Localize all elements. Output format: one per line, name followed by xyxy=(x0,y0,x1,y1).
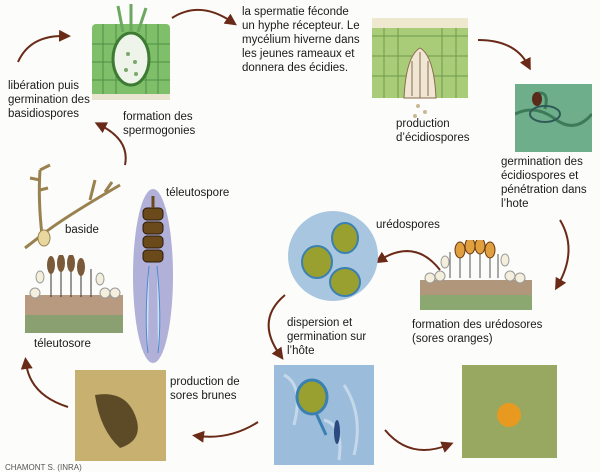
label-line: la spermatie féconde xyxy=(242,6,349,18)
arrow-germination-to-uredosores xyxy=(555,219,570,291)
orange-sore-photo xyxy=(462,365,557,458)
arrow-ecidies-to-germination xyxy=(477,39,531,71)
ecidiospore-germination-photo xyxy=(515,84,592,152)
brown-sore-photo xyxy=(75,370,166,461)
label-line: sores brunes xyxy=(170,390,237,402)
label-line: un hyphe récepteur. Le xyxy=(242,20,360,32)
uredosore-illustration xyxy=(420,240,532,310)
spermogonie-illustration xyxy=(92,4,170,100)
baside-illustration xyxy=(24,163,121,250)
arrow-basidiospores-to-spermogonies xyxy=(17,29,71,63)
spermogonies-label: formation des spermogonies xyxy=(123,110,195,138)
label-line: germination des xyxy=(501,156,583,168)
label-line: l’hote xyxy=(501,198,529,210)
label-line: donnera des écidies. xyxy=(242,62,349,74)
spermatie-description: la spermatie féconde un hyphe récepteur.… xyxy=(242,5,360,75)
uredospores-label: urédospores xyxy=(376,219,440,231)
label-line: libération puis xyxy=(8,80,79,92)
arrow-uredosores-to-uredospores xyxy=(374,250,441,271)
teleutospore-label: téleutospore xyxy=(166,187,230,199)
label-line: formation des urédosores xyxy=(412,319,543,331)
teleutosore-label: téleutosore xyxy=(34,338,91,350)
label-line: production de xyxy=(170,376,240,388)
label-line: pénétration dans xyxy=(501,184,587,196)
label-line: d’écidiospores xyxy=(396,132,470,144)
arrow-blue-to-orange xyxy=(384,429,454,453)
label-line: dispersion et xyxy=(287,317,353,329)
ecidiospores-label: production d’écidiospores xyxy=(396,117,470,145)
uredospores-illustration xyxy=(288,211,378,301)
label-line: (sores oranges) xyxy=(412,333,493,345)
label-line: les jeunes rameaux et xyxy=(242,48,355,60)
label-line: production xyxy=(396,118,450,130)
uredosores-label: formation des urédosores (sores oranges) xyxy=(412,318,542,346)
label-line: basidiospores xyxy=(8,108,79,120)
basidiospores-label: libération puis germination des basidios… xyxy=(8,79,90,121)
arrow-uredospores-to-dispersion xyxy=(267,294,286,360)
arrow-brown-to-teleutosore xyxy=(20,357,69,408)
baside-label: baside xyxy=(65,224,99,236)
arrow-baside-to-basidiospores xyxy=(94,122,127,166)
label-line: formation des xyxy=(123,111,193,123)
ecidie-illustration xyxy=(372,18,468,118)
label-line: spermogonies xyxy=(123,125,196,137)
label-line: germination des xyxy=(8,94,90,106)
sores-brunes-label: production de sores brunes xyxy=(170,375,240,403)
teleutosore-illustration xyxy=(25,255,123,333)
label-line: écidiospores et xyxy=(501,170,579,182)
uredospore-germination-photo xyxy=(274,365,374,465)
label-line: germination sur xyxy=(287,331,367,343)
teleutospore-illustration xyxy=(133,189,173,363)
label-line: mycélium hiverne dans xyxy=(242,34,360,46)
ecidiospore-germination-label: germination des écidiospores et pénétrat… xyxy=(501,155,587,211)
arrow-blue-to-brown xyxy=(192,421,259,443)
image-credit: CHAMONT S. (INRA) xyxy=(5,463,82,472)
dispersion-label: dispersion et germination sur l’hôte xyxy=(287,316,366,358)
label-line: l’hôte xyxy=(287,345,315,357)
arrow-spermogonies-to-spermatie xyxy=(171,8,237,26)
